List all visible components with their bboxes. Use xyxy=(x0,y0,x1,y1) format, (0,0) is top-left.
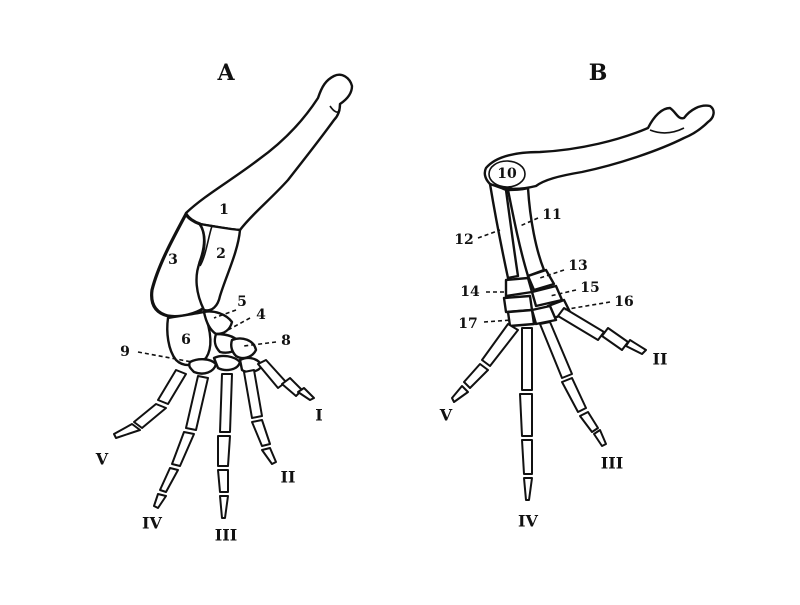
panel-a-digit-3-bone-2 xyxy=(217,435,231,467)
panel-b-label-15: 15 xyxy=(580,280,599,296)
panel-a-digit-4-bone-1 xyxy=(185,375,209,431)
panel-b-carpal-row-1 xyxy=(504,276,534,298)
panel-a-carpal-9 xyxy=(188,358,218,375)
panel-b-heading: B xyxy=(589,60,608,86)
panel-a-digit-5-label: V xyxy=(95,450,109,469)
panel-b-bone-11 xyxy=(506,186,546,278)
panel-a-digit-1-claw xyxy=(297,387,315,401)
panel-a-digit-3-claw xyxy=(219,495,229,519)
panel-b-digit-2-bone-2 xyxy=(601,327,629,351)
panel-a-digit-3-bone-3 xyxy=(217,469,229,493)
panel-a-label-4: 4 xyxy=(256,307,266,323)
panel-a: A xyxy=(95,60,354,545)
panel-b-digit-5-bone-1 xyxy=(481,323,519,367)
panel-a-label-5: 5 xyxy=(237,294,247,310)
panel-a-carpal-5 xyxy=(202,310,234,336)
panel-b-digit-3-claw xyxy=(593,429,607,447)
panel-b-leader-16 xyxy=(561,301,611,311)
panel-b-label-14: 14 xyxy=(460,284,480,300)
panel-a-carpal-8 xyxy=(230,337,258,360)
panel-b-leader-15 xyxy=(549,289,577,297)
panel-b-digit-2-bone-1 xyxy=(557,307,605,341)
panel-b-digit-3-label: III xyxy=(601,454,623,473)
panel-b-label-17: 17 xyxy=(458,316,477,332)
panel-b-leader-17 xyxy=(483,319,513,323)
panel-a-bone-6 xyxy=(166,310,212,367)
panel-a-digit-4-bone-2 xyxy=(171,431,195,467)
panel-a-radius-line xyxy=(199,225,213,267)
panel-a-digit-2-claw xyxy=(261,447,277,465)
panel-a-digit-5-claw xyxy=(113,423,141,439)
panel-a-digit-2-bone-1 xyxy=(243,369,263,419)
panel-a-leader-5 xyxy=(213,309,237,319)
panel-b-digit-4-bone-1 xyxy=(521,327,533,391)
panel-a-digit-1-label: I xyxy=(315,406,322,425)
panel-b-carpal-row-2 xyxy=(530,304,558,326)
panel-a-leader-8 xyxy=(243,341,277,347)
panel-a-bone-1 xyxy=(184,73,354,232)
panel-b: B xyxy=(439,60,715,531)
panel-b-leader-11 xyxy=(519,217,539,227)
panel-b-digit-3-bone-2 xyxy=(561,377,587,413)
panel-b-label-13: 13 xyxy=(568,258,587,274)
panel-a-digit-4-bone-3 xyxy=(159,467,179,493)
panel-a-digit-3-label: III xyxy=(215,526,237,545)
panel-a-carpal-row-2 xyxy=(212,354,242,372)
panel-a-label-8: 8 xyxy=(281,333,291,349)
panel-b-digit-5-label: V xyxy=(439,406,453,425)
panel-a-humerus-head-line xyxy=(329,105,341,113)
panel-b-label-11: 11 xyxy=(542,207,561,223)
panel-b-digit-5-bone-2 xyxy=(463,363,489,389)
panel-b-label-16: 16 xyxy=(614,294,633,310)
panel-b-digit-2-label: II xyxy=(653,350,668,369)
panel-a-label-2: 2 xyxy=(216,246,226,262)
panel-b-digit-3-bone-1 xyxy=(539,321,573,379)
panel-b-bone-10 xyxy=(483,104,715,190)
panel-b-humerus-crest xyxy=(649,127,685,134)
panel-b-humerus-head xyxy=(488,160,526,188)
panel-b-digit-3-bone-3 xyxy=(579,411,599,433)
panel-b-digit-4-label: IV xyxy=(518,512,538,531)
panel-a-digit-4-claw xyxy=(153,493,167,509)
panel-a-digit-2-label: II xyxy=(281,468,296,487)
panel-a-label-1: 1 xyxy=(219,202,229,218)
panel-a-leader-9 xyxy=(137,351,193,363)
panel-b-digit-4-bone-3 xyxy=(521,439,533,475)
panel-b-digit-4-bone-2 xyxy=(519,393,533,437)
panel-b-leader-13 xyxy=(539,269,565,279)
panel-a-digit-2-bone-2 xyxy=(251,419,271,447)
panel-b-label-12: 12 xyxy=(454,232,473,248)
panel-a-heading: A xyxy=(216,60,235,86)
panel-a-label-3: 3 xyxy=(168,252,178,268)
panel-b-label-10: 10 xyxy=(497,166,517,182)
panel-a-digit-3-bone-1 xyxy=(219,373,233,433)
panel-a-label-9: 9 xyxy=(120,344,130,360)
panel-a-label-6: 6 xyxy=(181,332,191,348)
panel-a-bone-3 xyxy=(150,212,207,319)
panel-b-digit-2-claw xyxy=(625,339,647,355)
panel-b-bone-17 xyxy=(506,308,536,328)
panel-a-digit-4-label: IV xyxy=(142,514,162,533)
panel-b-leader-12 xyxy=(477,229,501,239)
panel-a-digit-5-bone-2 xyxy=(133,403,167,429)
panel-a-digit-5-bone-1 xyxy=(157,369,187,405)
panel-b-bone-12 xyxy=(488,182,520,280)
panel-b-digit-5-claw xyxy=(451,385,469,403)
panel-b-digit-4-claw xyxy=(523,477,533,501)
